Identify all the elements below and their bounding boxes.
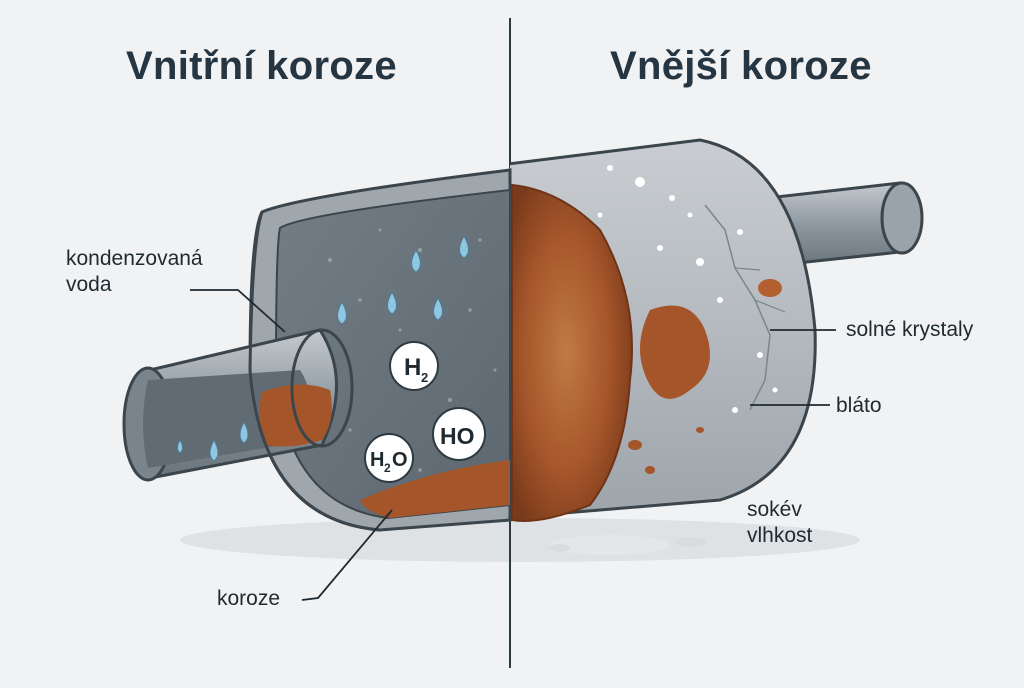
inner-rust	[360, 460, 510, 518]
label-mud: bláto	[836, 394, 882, 417]
label-moisture: sokév vlhkost	[747, 497, 812, 549]
svg-text:2: 2	[421, 370, 428, 385]
svg-text:H: H	[404, 354, 421, 381]
mud-splash	[674, 537, 706, 547]
rust-spot	[640, 305, 710, 399]
title-external-corrosion: Vnější koroze	[610, 44, 872, 88]
svg-text:O: O	[392, 449, 408, 471]
salt-crystals	[597, 165, 778, 413]
label-corrosion: koroze	[217, 587, 281, 610]
label-moisture-line2: vlhkost	[747, 524, 813, 547]
rust-spot	[696, 427, 704, 433]
rust-patch	[511, 183, 633, 522]
rust-spot	[628, 440, 642, 450]
svg-text:2: 2	[384, 461, 391, 475]
svg-text:H: H	[370, 449, 384, 471]
label-moisture-line1: sokév	[747, 498, 802, 521]
leader-corrosion	[301, 509, 393, 601]
ground-shadow	[180, 518, 860, 562]
molecule-h2o: H 2 O	[364, 433, 414, 483]
leader-condensed-water	[190, 289, 286, 333]
leader-lines	[190, 289, 836, 601]
label-condensed-water-line1: kondenzovaná	[66, 247, 203, 270]
label-condensed-water: kondenzovaná voda	[66, 246, 203, 298]
label-condensed-water-line2: voda	[66, 273, 112, 296]
mud-splash	[550, 535, 670, 555]
mud-splash	[550, 544, 570, 552]
rust-spot	[758, 279, 782, 297]
inlet-pipe	[122, 328, 354, 482]
title-internal-corrosion: Vnitřní koroze	[126, 44, 397, 88]
svg-text:HO: HO	[440, 423, 475, 449]
label-salt-crystals: solné krystaly	[846, 318, 974, 341]
rust-spot	[645, 466, 655, 474]
molecule-h2: H 2	[389, 341, 439, 391]
molecule-ho: HO	[432, 407, 486, 461]
water-droplets	[337, 234, 469, 325]
